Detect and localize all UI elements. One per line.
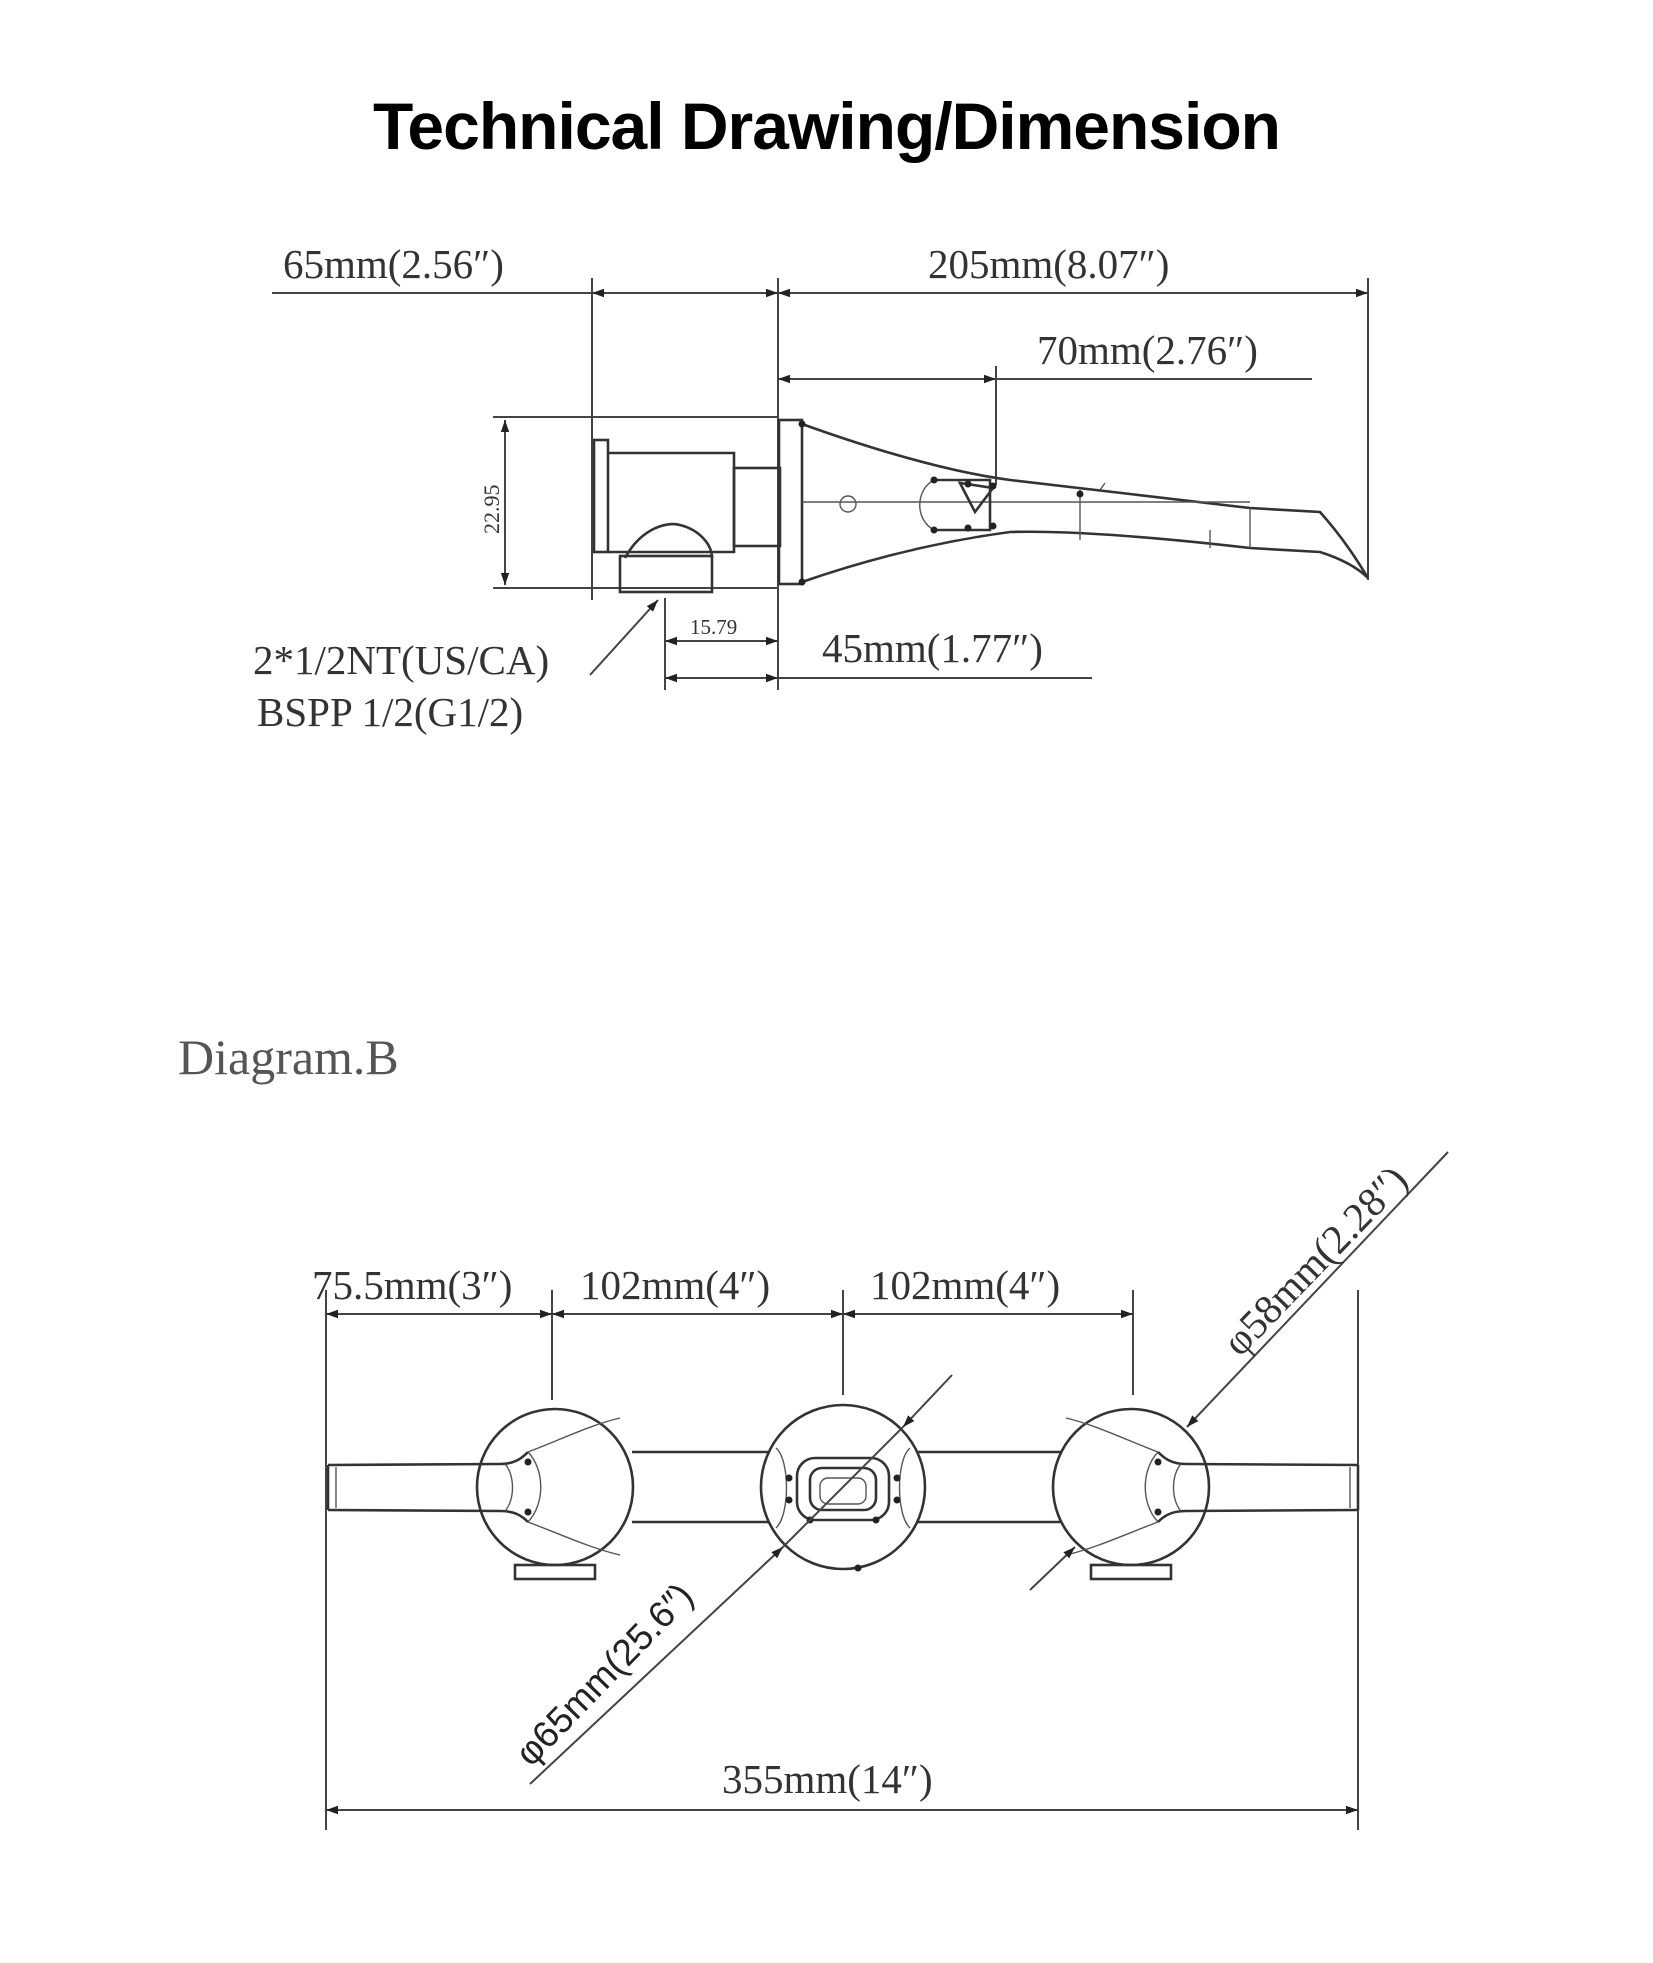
dim-label-75-5mm: 75.5mm(3″) — [312, 1262, 512, 1308]
left-handle — [326, 1407, 635, 1581]
connecting-bars — [632, 1450, 1062, 1524]
dim-label-15-79: 15.79 — [690, 615, 737, 639]
connection-spec-line1: 2*1/2NT(US/CA) — [253, 637, 549, 683]
front-view-drawing: 75.5mm(3″) 102mm(4″) 102mm(4″) φ58mm(2.2… — [312, 1151, 1449, 1830]
dimension-lines-top — [272, 278, 1369, 690]
right-handle — [1051, 1407, 1360, 1581]
center-spout — [759, 1403, 927, 1572]
dim-label-height: 22.95 — [479, 485, 504, 535]
height-dimension — [493, 416, 778, 589]
dim-label-70mm: 70mm(2.76″) — [1037, 327, 1258, 373]
dim-label-102mm-right: 102mm(4″) — [870, 1262, 1060, 1308]
dim-label-65mm-diameter: φ65mm(25.6″) — [507, 1575, 701, 1774]
valve-body — [592, 438, 782, 594]
page-title: Technical Drawing/Dimension — [373, 89, 1281, 163]
diagram-b-label: Diagram.B — [178, 1029, 399, 1085]
connection-spec-line2: BSPP 1/2(G1/2) — [257, 689, 523, 735]
side-view-drawing: 65mm(2.56″) 205mm(8.07″) 70mm(2.76″) 22.… — [253, 241, 1370, 735]
dim-label-45mm: 45mm(1.77″) — [822, 625, 1043, 671]
dim-label-205mm: 205mm(8.07″) — [928, 241, 1169, 287]
dim-label-355mm: 355mm(14″) — [722, 1756, 933, 1802]
dim-label-102mm-left: 102mm(4″) — [580, 1262, 770, 1308]
dim-label-58mm-diameter: φ58mm(2.28″) — [1213, 1156, 1416, 1364]
spout — [777, 418, 1370, 586]
diameter-dimension-lines — [529, 1151, 1449, 1785]
bottom-dimensions — [589, 598, 1092, 690]
front-extension-lines — [325, 1290, 1359, 1830]
dim-label-65mm: 65mm(2.56″) — [283, 241, 504, 287]
